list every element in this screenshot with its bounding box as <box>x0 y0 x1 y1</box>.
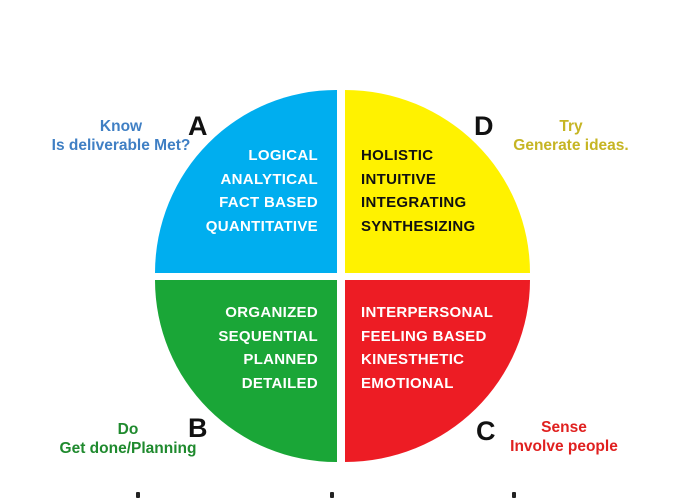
quadrant-c-line: EMOTIONAL <box>361 374 454 392</box>
quadrant-b-line: ORGANIZED <box>225 304 318 321</box>
text-fragment <box>512 492 516 498</box>
quadrant-c-line: INTERPERSONAL <box>361 304 494 321</box>
quadrant-c-text: INTERPERSONAL FEELING BASED KINESTHETIC … <box>361 301 531 395</box>
quadrant-a-outer-line1: Know <box>99 118 143 135</box>
quadrant-b-outer-line1: Do <box>117 421 139 438</box>
quadrant-c-letter: C <box>476 416 496 446</box>
quadrant-a <box>155 89 337 273</box>
quadrant-c-outer-label: Sense Involve people <box>494 418 634 456</box>
quadrant-b-outer-line2: Get done/Planning <box>59 440 197 457</box>
quadrant-b-letter: B <box>188 413 208 443</box>
quadrant-a-line: QUANTITATIVE <box>205 217 318 235</box>
quadrant-d-line: SYNTHESIZING <box>361 217 476 235</box>
quadrant-a-line: LOGICAL <box>248 147 318 164</box>
quadrant-a-line: ANALYTICAL <box>220 170 318 188</box>
quadrant-d-letter: D <box>474 111 494 141</box>
quadrant-c <box>345 280 530 462</box>
quadrant-b-outer-label: Do Get done/Planning <box>40 420 216 458</box>
quadrant-d-text: HOLISTIC INTUITIVE INTEGRATING SYNTHESIZ… <box>361 144 521 238</box>
quadrant-a-outer-label: Know Is deliverable Met? <box>36 117 206 155</box>
text-fragment <box>330 492 334 498</box>
quadrant-c-outer-line1: Sense <box>541 419 587 436</box>
quadrant-d-line: HOLISTIC <box>361 147 434 164</box>
quadrant-c-line: FEELING BASED <box>361 327 487 345</box>
quadrant-d-outer-label: Try Generate ideas. <box>496 117 646 155</box>
quadrant-c-line: KINESTHETIC <box>361 351 465 368</box>
quadrant-b-line: PLANNED <box>243 351 318 368</box>
quadrant-d-line: INTUITIVE <box>361 170 437 188</box>
quadrant-d-outer-line1: Try <box>559 118 583 135</box>
quadrant-a-letter: A <box>188 111 208 141</box>
quadrant-c-outer-line2: Involve people <box>510 438 618 455</box>
quadrant-b-line: DETAILED <box>241 374 318 392</box>
quadrant-a-outer-line2: Is deliverable Met? <box>51 137 191 154</box>
quadrant-b-text: ORGANIZED SEQUENTIAL PLANNED DETAILED <box>170 301 318 395</box>
cropped-text-fragments <box>0 492 700 502</box>
quadrant-a-line: FACT BASED <box>219 194 318 211</box>
text-fragment <box>136 492 140 498</box>
quadrant-d <box>345 90 530 273</box>
quadrant-d-outer-line2: Generate ideas. <box>513 137 629 154</box>
quadrant-a-text: LOGICAL ANALYTICAL FACT BASED QUANTITATI… <box>170 144 318 238</box>
quadrant-b <box>155 280 337 463</box>
quadrant-d-line: INTEGRATING <box>361 194 467 211</box>
quadrant-b-line: SEQUENTIAL <box>218 327 318 345</box>
